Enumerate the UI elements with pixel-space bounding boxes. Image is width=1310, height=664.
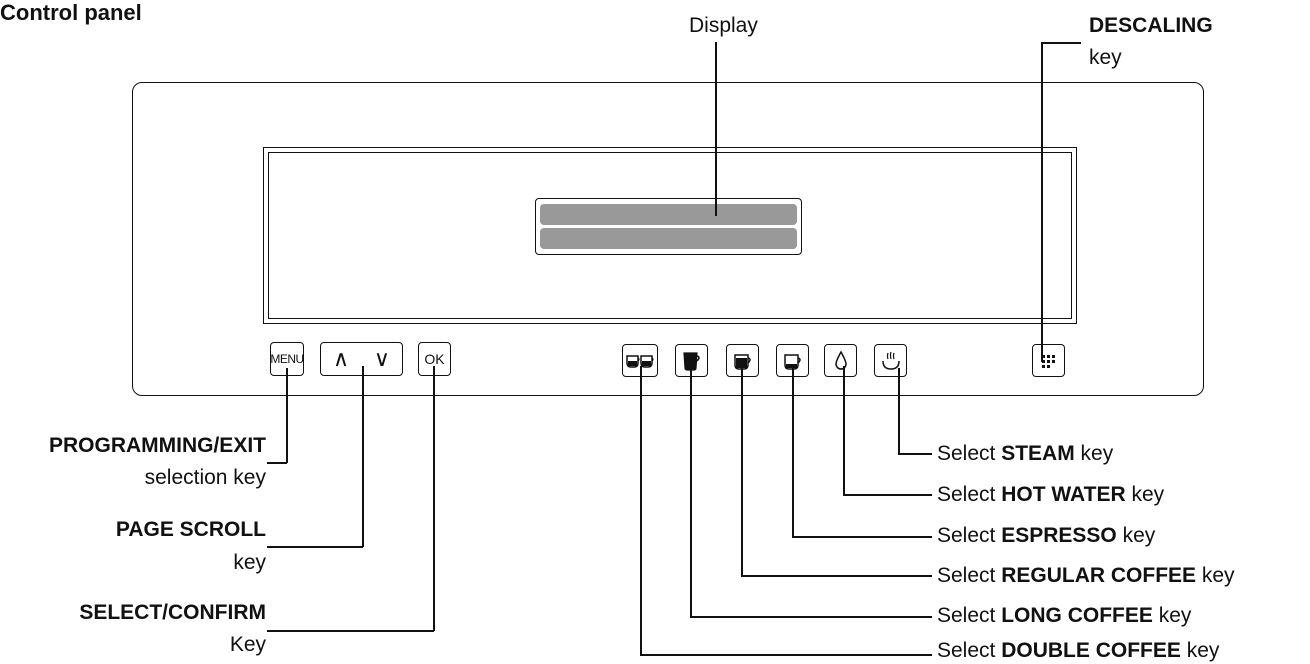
regular-coffee-label-post: key <box>1196 564 1235 587</box>
steam-button[interactable] <box>874 344 907 377</box>
ok-button[interactable]: OK <box>418 342 451 376</box>
steam-icon <box>881 351 900 370</box>
page-scroll-leader-v <box>362 366 364 547</box>
hot-water-button[interactable] <box>824 344 857 377</box>
page-scroll-button[interactable]: ∧ ∨ <box>320 342 403 376</box>
page-scroll-leader-h <box>267 546 363 548</box>
steam-label-bold: STEAM <box>1001 442 1075 465</box>
long-coffee-label-pre: Select <box>937 604 1002 627</box>
double-coffee-label: Select DOUBLE COFFEE key <box>937 638 1219 664</box>
espresso-label-bold: ESPRESSO <box>1001 524 1117 547</box>
espresso-cup-icon <box>783 353 801 370</box>
programming-label-rest: selection key <box>144 466 266 489</box>
programming-label-bold: PROGRAMMING/EXIT <box>48 434 266 457</box>
select-confirm-leader-h <box>267 630 434 632</box>
regular-coffee-label: Select REGULAR COFFEE key <box>937 563 1235 589</box>
long-leader-v <box>690 366 692 617</box>
ok-button-label: OK <box>424 351 445 367</box>
hot-water-label-bold: HOT WATER <box>1001 483 1126 506</box>
regular-leader-h <box>741 575 932 577</box>
long-coffee-label-bold: LONG COFFEE <box>1001 604 1153 627</box>
display-frame <box>263 147 1077 324</box>
long-coffee-button[interactable] <box>675 344 708 377</box>
up-arrow-icon: ∧ <box>333 346 350 371</box>
lcd-row-2 <box>540 228 797 249</box>
double-leader-v <box>640 366 642 655</box>
select-confirm-label: SELECT/CONFIRM <box>79 600 266 626</box>
display-frame-inner <box>268 152 1072 319</box>
select-confirm-label-bold: SELECT/CONFIRM <box>79 601 266 624</box>
long-cup-icon <box>682 351 700 371</box>
double-coffee-label-post: key <box>1180 639 1220 662</box>
page-scroll-label-rest: key <box>233 551 266 574</box>
descaling-icon <box>1041 354 1055 368</box>
hot-water-leader-v <box>843 366 845 495</box>
regular-coffee-label-pre: Select <box>937 564 1002 587</box>
steam-label-post: key <box>1074 442 1114 465</box>
espresso-leader-v <box>792 366 794 537</box>
down-arrow-icon: ∨ <box>373 346 390 371</box>
water-drop-icon <box>834 349 847 370</box>
long-coffee-label-post: key <box>1152 604 1192 627</box>
regular-coffee-button[interactable] <box>726 344 759 377</box>
regular-coffee-label-bold: REGULAR COFFEE <box>1001 564 1197 587</box>
page-scroll-label: PAGE SCROLL <box>116 517 266 543</box>
espresso-label: Select ESPRESSO key <box>937 523 1155 549</box>
steam-leader-v <box>898 368 900 454</box>
descaling-leader-v <box>1041 42 1043 362</box>
descaling-label-rest: key <box>1089 46 1122 69</box>
hot-water-label: Select HOT WATER key <box>937 482 1164 508</box>
double-leader-h <box>640 654 932 656</box>
espresso-label-post: key <box>1116 524 1156 547</box>
programming-leader-v <box>286 368 288 463</box>
long-coffee-label: Select LONG COFFEE key <box>937 603 1191 629</box>
descaling-label: DESCALING <box>1089 13 1213 39</box>
steam-leader-h <box>898 453 932 455</box>
display-leader-line <box>715 42 717 216</box>
double-cup-icon <box>626 354 654 368</box>
regular-cup-icon <box>733 353 751 370</box>
espresso-label-pre: Select <box>937 524 1002 547</box>
descaling-button[interactable] <box>1032 344 1065 377</box>
descaling-label-bold: DESCALING <box>1089 14 1213 37</box>
descaling-leader-h <box>1041 42 1081 44</box>
long-leader-h <box>690 616 932 618</box>
hot-water-label-post: key <box>1125 483 1165 506</box>
display-label: Display <box>689 14 758 37</box>
steam-label: Select STEAM key <box>937 441 1113 467</box>
select-confirm-leader-v <box>433 366 435 631</box>
espresso-leader-h <box>792 536 932 538</box>
page-scroll-label-bold: PAGE SCROLL <box>115 518 266 541</box>
double-coffee-label-pre: Select <box>937 639 1002 662</box>
hot-water-leader-h <box>843 494 932 496</box>
programming-leader-h <box>267 462 287 464</box>
lcd-row-1 <box>540 204 797 225</box>
menu-button[interactable]: MENU <box>270 342 304 376</box>
menu-button-label: MENU <box>270 352 304 366</box>
steam-label-pre: Select <box>937 442 1002 465</box>
select-confirm-label-rest: Key <box>229 633 266 656</box>
lcd-display <box>535 198 802 255</box>
double-coffee-label-bold: DOUBLE COFFEE <box>1001 639 1181 662</box>
regular-leader-v <box>741 366 743 576</box>
programming-label: PROGRAMMING/EXIT <box>49 433 266 459</box>
page-title: Control panel <box>0 0 142 25</box>
control-panel <box>132 82 1204 396</box>
hot-water-label-pre: Select <box>937 483 1002 506</box>
